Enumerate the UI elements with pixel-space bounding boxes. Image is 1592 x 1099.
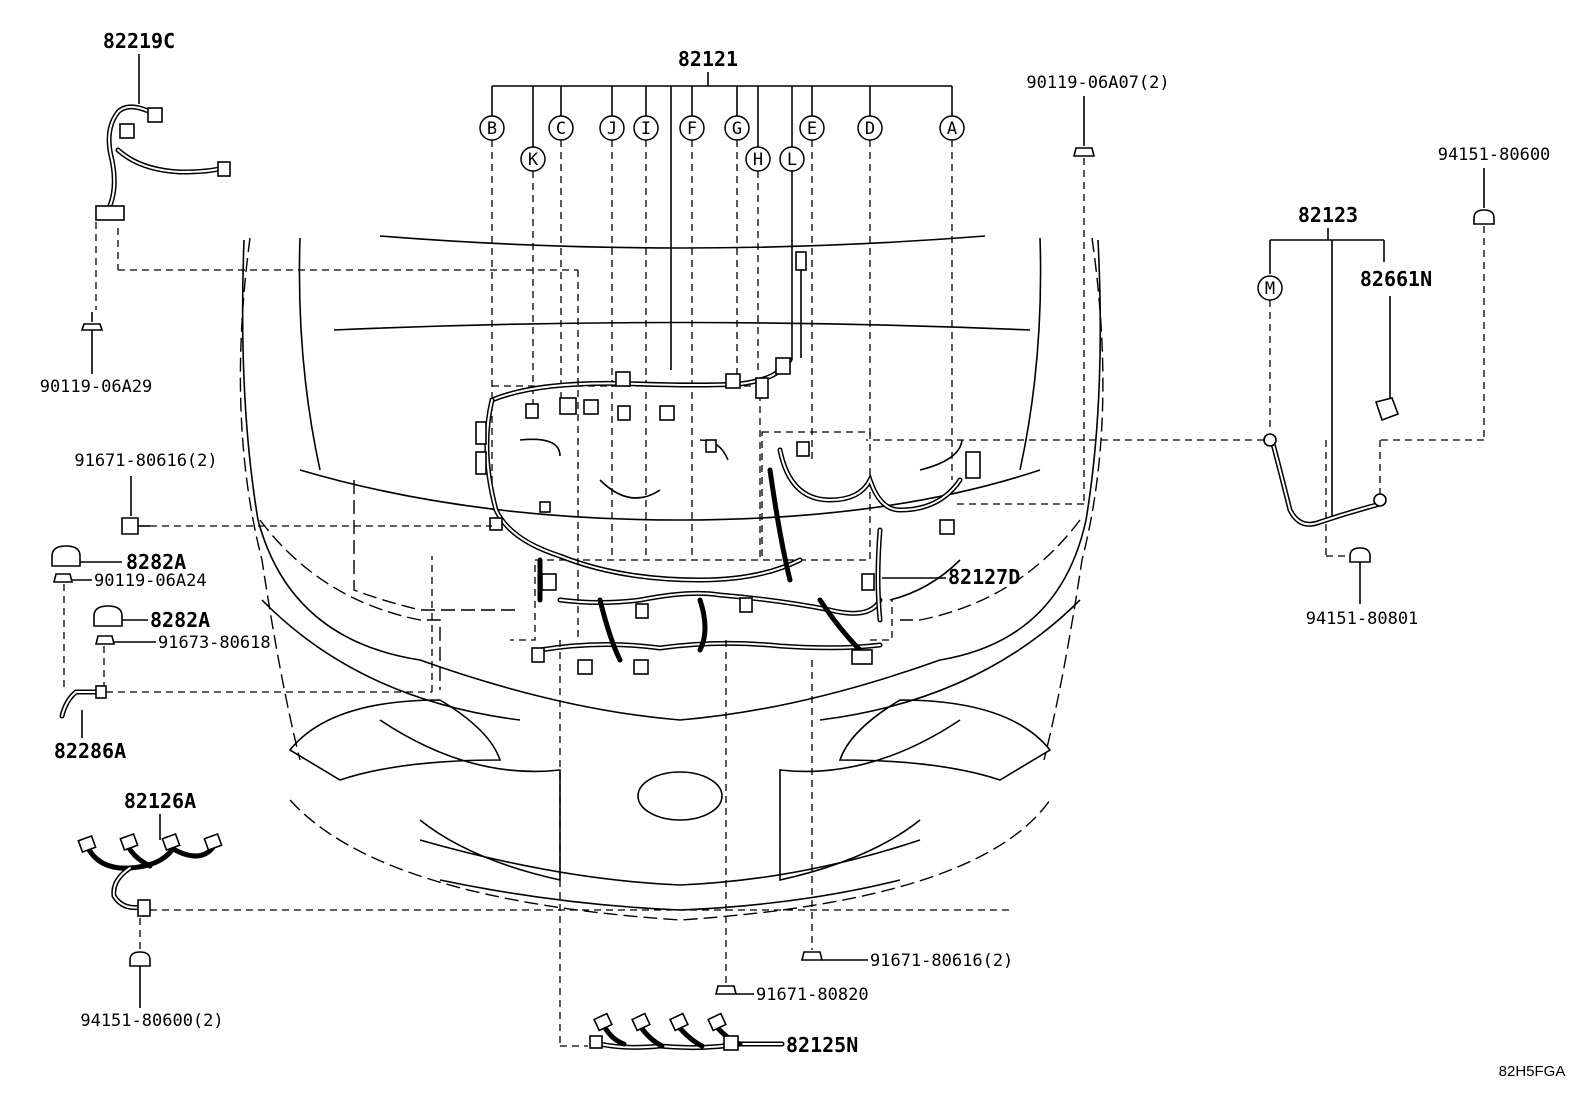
svg-text:8282A: 8282A [150,608,210,632]
bolt-90119-06A29: 90119-06A29 [40,312,153,397]
svg-text:J: J [607,119,617,139]
svg-text:E: E [807,119,817,139]
bolt-90119-06A07: 90119-06A07(2) [952,73,1170,505]
clip-94151-80600: 94151-80600 [1379,145,1551,496]
part-8282A-1: 8282A [51,545,186,574]
svg-text:91671-80616(2): 91671-80616(2) [74,451,217,471]
main-harness-label: 82121 [678,47,738,71]
bolt-91671-80820: 91671-80820 [714,640,869,1005]
bolt-91673-80618: 91673-80618 [94,633,271,688]
part-82126A: 82126A [77,789,1014,956]
vehicle-body-outline [239,235,1104,921]
part-82661N: 82661N [1360,267,1432,422]
svg-text:90119-06A29: 90119-06A29 [40,377,153,397]
svg-text:I: I [641,119,651,139]
svg-text:G: G [732,119,742,139]
part-82219C: 82219C [95,29,579,640]
svg-text:H: H [753,150,763,170]
svg-text:82126A: 82126A [124,789,196,813]
connector-marker-M: M [1257,275,1283,301]
svg-text:L: L [787,150,797,170]
svg-text:C: C [556,119,566,139]
sub-harness-82123: 82123 M [866,203,1387,557]
connector-marker-G: G [724,115,750,141]
bolt-91671-80616-left: 91671-80616(2) [74,451,492,535]
svg-text:82219C: 82219C [103,29,175,53]
svg-text:82123: 82123 [1298,203,1358,227]
connector-marker-K: K [520,146,546,172]
connector-marker-A: A [939,115,965,141]
svg-text:91673-80618: 91673-80618 [158,633,271,653]
svg-text:8282A: 8282A [126,550,186,574]
svg-text:82286A: 82286A [54,739,126,763]
clip-94151-80600-2: 94151-80600(2) [80,951,224,1031]
svg-text:91671-80616(2): 91671-80616(2) [870,951,1013,971]
svg-text:91671-80820: 91671-80820 [756,985,869,1005]
svg-text:D: D [865,119,875,139]
reference-code: 82H5FGA [1499,1063,1566,1080]
svg-text:94151-80600(2): 94151-80600(2) [80,1011,223,1031]
part-82125N: 82125N [559,640,858,1057]
svg-text:90119-06A07(2): 90119-06A07(2) [1026,73,1169,93]
svg-text:A: A [947,119,957,139]
main-harness-group: 82121 B K C J I F G H L E D A [479,47,965,560]
svg-text:M: M [1265,279,1275,299]
connector-marker-F: F [679,115,705,141]
svg-text:90119-06A24: 90119-06A24 [94,571,207,591]
connector-marker-D: D [857,115,883,141]
connector-marker-J: J [599,115,625,141]
part-82127D: 82127D [882,565,1020,589]
engine-bay-harness [475,251,981,675]
connector-marker-L: L [779,146,805,172]
svg-text:82661N: 82661N [1360,267,1432,291]
clip-94151-80801: 94151-80801 [1306,547,1419,629]
connector-marker-H: H [745,146,771,172]
part-82286A: 82286A [54,556,433,763]
svg-text:F: F [687,119,697,139]
svg-text:82125N: 82125N [786,1033,858,1057]
bolt-91671-80616-bottom: 91671-80616(2) [800,660,1013,971]
svg-text:94151-80600: 94151-80600 [1438,145,1551,165]
connector-marker-B: B [479,115,505,141]
connector-marker-C: C [548,115,574,141]
connector-marker-E: E [799,115,825,141]
bolt-90119-06A24: 90119-06A24 [52,571,207,690]
svg-text:94151-80801: 94151-80801 [1306,609,1419,629]
svg-text:82127D: 82127D [948,565,1020,589]
svg-text:K: K [528,150,539,170]
svg-text:B: B [487,119,497,139]
connector-marker-I: I [633,115,659,141]
part-8282A-2: 8282A [93,605,210,632]
